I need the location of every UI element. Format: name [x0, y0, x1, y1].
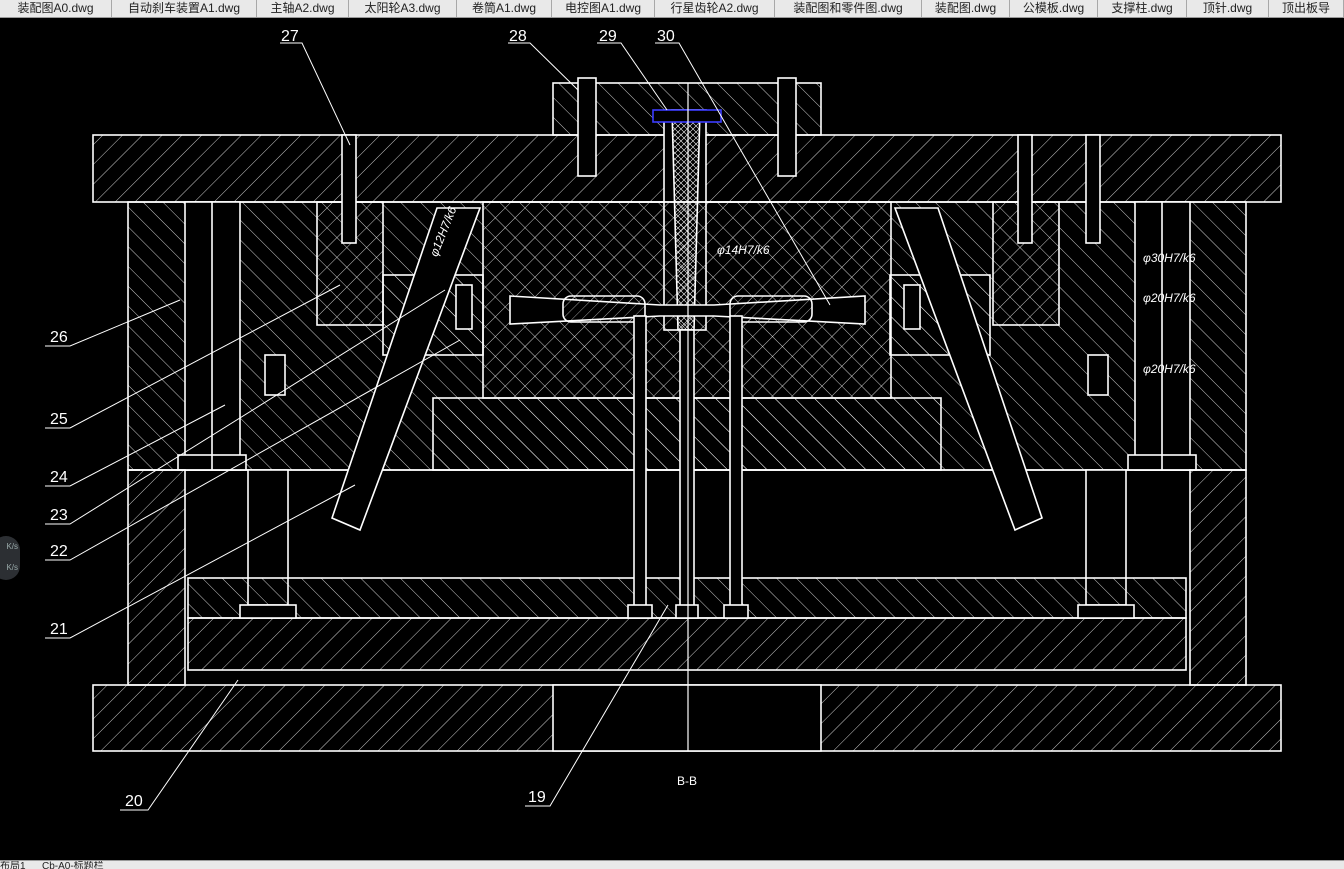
part-number-23: 23 — [50, 507, 68, 524]
tab-main-shaft-a2[interactable]: 主轴A2.dwg — [257, 0, 349, 17]
part-number-labels: 27 28 29 30 26 25 24 23 22 21 20 19 — [50, 28, 675, 810]
angle-pin-left — [331, 207, 482, 532]
part-number-19: 19 — [528, 789, 546, 806]
drawing-canvas[interactable]: 27 28 29 30 26 25 24 23 22 21 20 19 φ14H… — [0, 18, 1344, 860]
document-tab-bar: 装配图A0.dwg 自动刹车装置A1.dwg 主轴A2.dwg 太阳轮A3.dw… — [0, 0, 1344, 18]
section-label: B-B — [677, 774, 697, 788]
tab-male-plate[interactable]: 公模板.dwg — [1010, 0, 1098, 17]
angle-pin-right — [893, 207, 1043, 532]
part-number-29: 29 — [599, 28, 617, 45]
dimension-phi20-lower: φ20H7/k6 — [1143, 362, 1196, 376]
upload-speed: K/s — [6, 542, 18, 551]
tab-drum-a1[interactable]: 卷筒A1.dwg — [457, 0, 552, 17]
mold-section-drawing: 27 28 29 30 26 25 24 23 22 21 20 19 φ14H… — [45, 28, 1282, 811]
layout-tab-1[interactable]: 布局1 — [0, 861, 26, 869]
part-number-26: 26 — [50, 329, 68, 346]
tab-assembly-parts[interactable]: 装配图和零件图.dwg — [775, 0, 922, 17]
part-number-20: 20 — [125, 793, 143, 810]
tab-assembly[interactable]: 装配图.dwg — [922, 0, 1010, 17]
dimension-phi20-upper: φ20H7/k6 — [1143, 291, 1196, 305]
part-number-27: 27 — [281, 28, 299, 45]
download-speed: K/s — [6, 563, 18, 572]
tab-auto-brake-a1[interactable]: 自动刹车装置A1.dwg — [112, 0, 257, 17]
dimension-phi30: φ30H7/k6 — [1143, 251, 1196, 265]
tab-assembly-a0[interactable]: 装配图A0.dwg — [0, 0, 112, 17]
part-number-24: 24 — [50, 469, 68, 486]
layout-tab-title-block[interactable]: Cb-A0-标题栏 — [42, 861, 104, 869]
tab-electric-a1[interactable]: 电控图A1.dwg — [552, 0, 655, 17]
ejector-plate — [187, 617, 1187, 671]
layout-tab-bar: 布局1 Cb-A0-标题栏 — [0, 860, 1344, 869]
part-number-22: 22 — [50, 543, 68, 560]
dimension-phi14: φ14H7/k6 — [717, 243, 770, 257]
tab-ejector-pin[interactable]: 顶针.dwg — [1187, 0, 1269, 17]
tab-sun-gear-a3[interactable]: 太阳轮A3.dwg — [349, 0, 457, 17]
tab-support-column[interactable]: 支撑柱.dwg — [1098, 0, 1187, 17]
tab-ejector-guide[interactable]: 顶出板导 — [1269, 0, 1344, 17]
tab-planet-gear-a2[interactable]: 行星齿轮A2.dwg — [655, 0, 775, 17]
part-number-30: 30 — [657, 28, 675, 45]
part-number-21: 21 — [50, 621, 68, 638]
network-speed-widget: K/s K/s — [0, 536, 20, 580]
part-number-28: 28 — [509, 28, 527, 45]
part-number-25: 25 — [50, 411, 68, 428]
